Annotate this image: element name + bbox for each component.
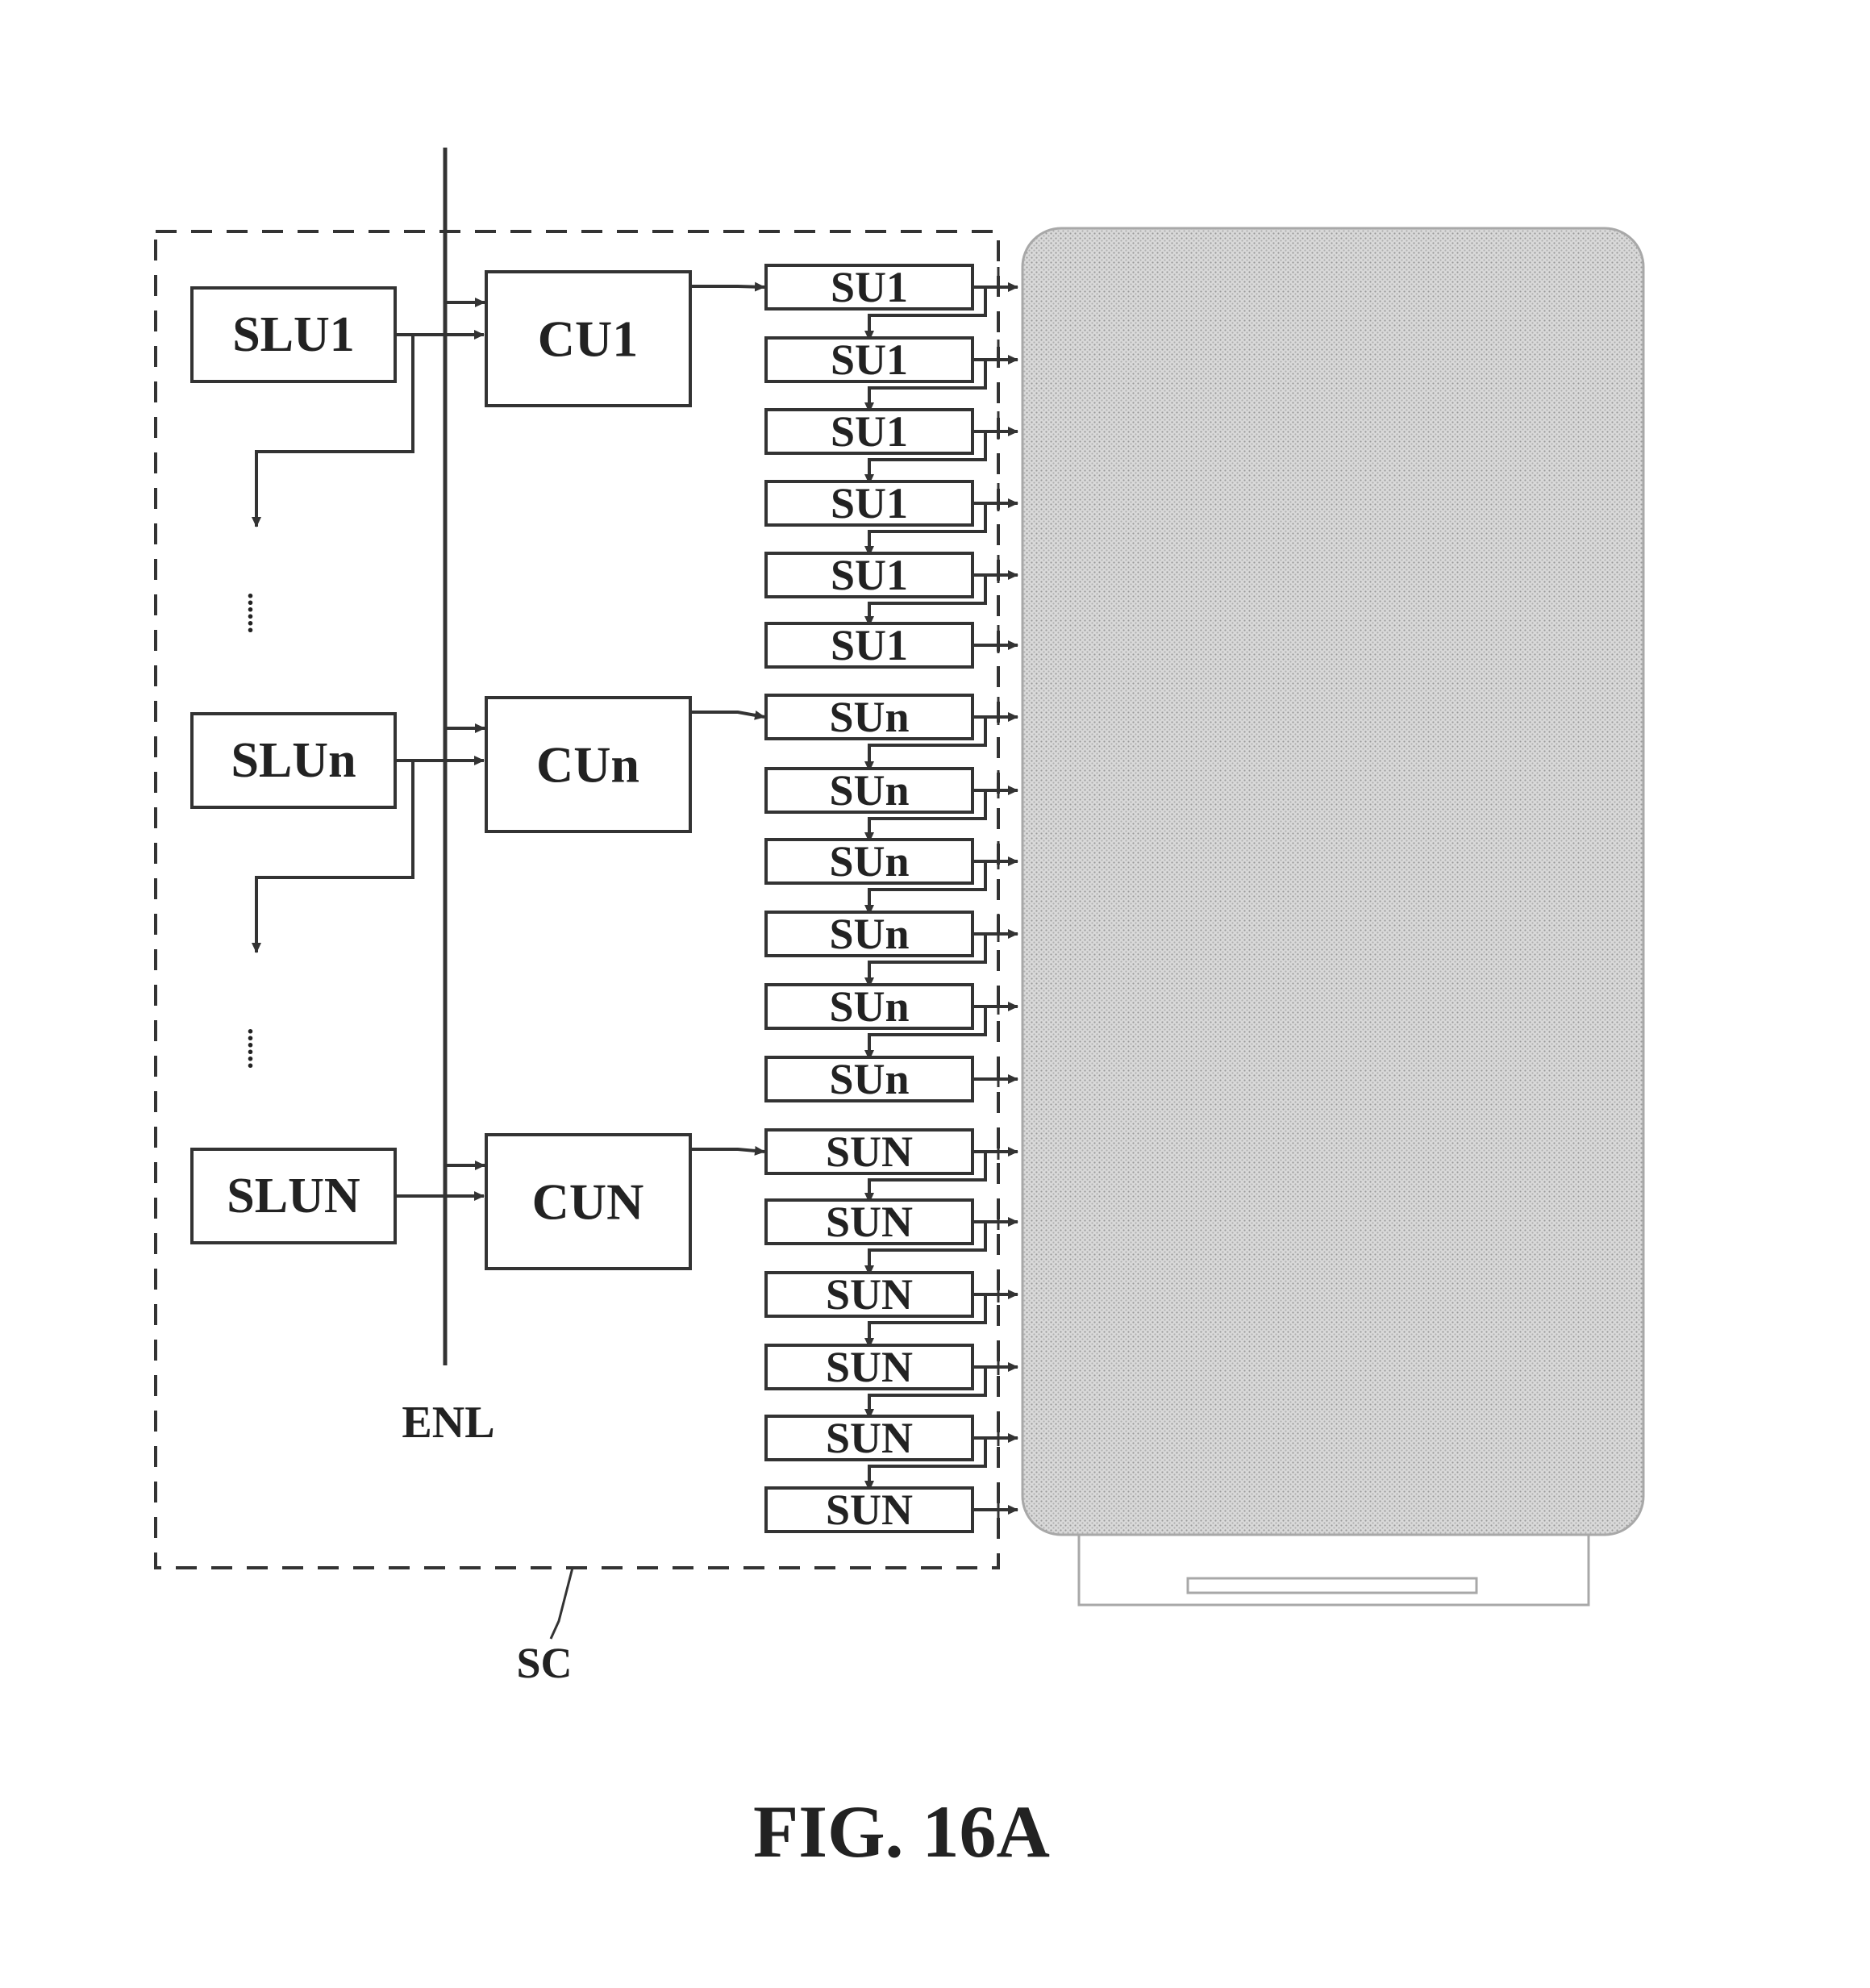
shift-unit-label: SU1 xyxy=(831,336,908,384)
shift-unit-cascade-arrow xyxy=(864,503,987,556)
shift-unit-box xyxy=(764,408,974,455)
shift-unit-cascade-arrow xyxy=(864,1367,987,1419)
shift-unit-cascade-arrow xyxy=(864,1007,987,1061)
shift-unit-label: SUN xyxy=(826,1270,913,1319)
shift-unit-label: SUN xyxy=(826,1127,913,1176)
shift-unit-box xyxy=(764,767,974,814)
shift-unit-label: SUN xyxy=(826,1198,913,1246)
slu-cascade-arrow xyxy=(252,335,414,527)
shift-unit-label: SU1 xyxy=(831,407,908,456)
control-unit-2: CUn xyxy=(485,696,692,833)
cu-to-su-arrow xyxy=(690,281,765,292)
control-unit-label: CU1 xyxy=(538,310,638,368)
control-unit-box xyxy=(485,696,692,833)
shift-unit-label: SUN xyxy=(826,1343,913,1391)
control-unit-3: CUN xyxy=(485,1133,692,1270)
shift-unit: SU1 xyxy=(764,263,974,311)
shift-unit-label: SU1 xyxy=(831,263,908,311)
shift-unit: SUN xyxy=(764,1414,974,1462)
stage-left-unit-label: SLUn xyxy=(231,733,356,788)
shift-unit: SUN xyxy=(764,1198,974,1246)
shift-unit-label: SUN xyxy=(826,1414,913,1462)
shift-unit: SU1 xyxy=(764,551,974,599)
shift-unit-cascade-arrow xyxy=(864,1294,987,1348)
panel-bottom-tab xyxy=(1077,1535,1590,1607)
control-unit-box xyxy=(485,1133,692,1270)
shift-unit: SUn xyxy=(764,1055,974,1103)
shift-unit: SUN xyxy=(764,1343,974,1391)
shift-unit-label: SU1 xyxy=(831,621,908,669)
shift-unit-label: SUn xyxy=(829,693,909,741)
shift-unit-cascade-arrow xyxy=(864,1152,987,1203)
shift-unit: SU1 xyxy=(764,407,974,456)
shift-unit-label: SUn xyxy=(829,910,909,958)
shift-unit: SU1 xyxy=(764,479,974,527)
shift-unit-cascade-arrow xyxy=(864,287,987,341)
ellipsis-upper: ...... xyxy=(242,593,272,634)
scan-circuit-leader xyxy=(549,1567,574,1640)
scan-circuit-label: SC xyxy=(516,1639,572,1687)
shift-unit-box xyxy=(764,694,974,740)
control-unit-label: CUN xyxy=(532,1173,644,1231)
shift-unit-box xyxy=(764,838,974,885)
display-panel xyxy=(1021,227,1645,1607)
control-unit-box xyxy=(485,270,692,407)
shift-unit-box xyxy=(764,1056,974,1102)
shift-unit-box xyxy=(764,983,974,1030)
shift-unit-label: SUn xyxy=(829,837,909,886)
control-unit-label: CUn xyxy=(536,736,639,794)
shift-unit-cascade-arrow xyxy=(864,360,987,413)
panel-connector-slot xyxy=(1186,1577,1478,1594)
stage-left-unit-1: SLU1 xyxy=(190,286,397,383)
scan-circuit-boundary xyxy=(154,230,1000,1569)
shift-unit-label: SUn xyxy=(829,1055,909,1103)
shift-unit: SUN xyxy=(764,1486,974,1534)
shift-unit-box xyxy=(764,264,974,310)
shift-unit: SUn xyxy=(764,837,974,886)
shift-unit-cascade-arrow xyxy=(864,1438,987,1491)
shift-unit-box xyxy=(764,1271,974,1318)
shift-unit-cascade-arrow xyxy=(864,431,987,485)
shift-unit-label: SU1 xyxy=(831,479,908,527)
shift-unit-cascade-arrow xyxy=(864,717,987,772)
shift-unit-cascade-arrow xyxy=(864,1222,987,1276)
shift-unit-label: SUn xyxy=(829,766,909,815)
enable-line-label: ENL xyxy=(402,1398,494,1448)
shift-unit-box xyxy=(764,1128,974,1175)
shift-unit: SUN xyxy=(764,1270,974,1319)
shift-unit-cascade-arrow xyxy=(864,861,987,915)
cu-to-su-arrow xyxy=(690,710,765,720)
shift-unit-cascade-arrow xyxy=(864,575,987,627)
ellipsis-lower: ...... xyxy=(242,1028,272,1069)
shift-unit: SUn xyxy=(764,766,974,815)
shift-unit-label: SUN xyxy=(826,1486,913,1534)
stage-left-unit-2: SLUn xyxy=(190,712,397,809)
stage-left-unit-label: SLUN xyxy=(227,1169,360,1223)
shift-unit-box xyxy=(764,552,974,598)
stage-left-unit-box xyxy=(190,712,397,809)
shift-unit: SUn xyxy=(764,910,974,958)
shift-unit-label: SUn xyxy=(829,982,909,1031)
shift-unit: SUn xyxy=(764,982,974,1031)
shift-unit-box xyxy=(764,622,974,669)
stage-left-unit-3: SLUN xyxy=(190,1148,397,1244)
shift-unit-cascade-arrow xyxy=(864,790,987,843)
shift-unit: SU1 xyxy=(764,621,974,669)
shift-unit-label: SU1 xyxy=(831,551,908,599)
shift-unit: SU1 xyxy=(764,336,974,384)
control-unit-1: CU1 xyxy=(485,270,692,407)
figure-caption: FIG. 16A xyxy=(753,1790,1050,1873)
cu-to-su-arrow xyxy=(690,1145,765,1156)
shift-unit-box xyxy=(764,1486,974,1533)
shift-unit-box xyxy=(764,336,974,383)
shift-unit: SUn xyxy=(764,693,974,741)
shift-unit: SUN xyxy=(764,1127,974,1176)
slu-cascade-arrow xyxy=(252,761,414,953)
stage-left-unit-label: SLU1 xyxy=(232,307,355,362)
shift-unit-cascade-arrow xyxy=(864,934,987,988)
